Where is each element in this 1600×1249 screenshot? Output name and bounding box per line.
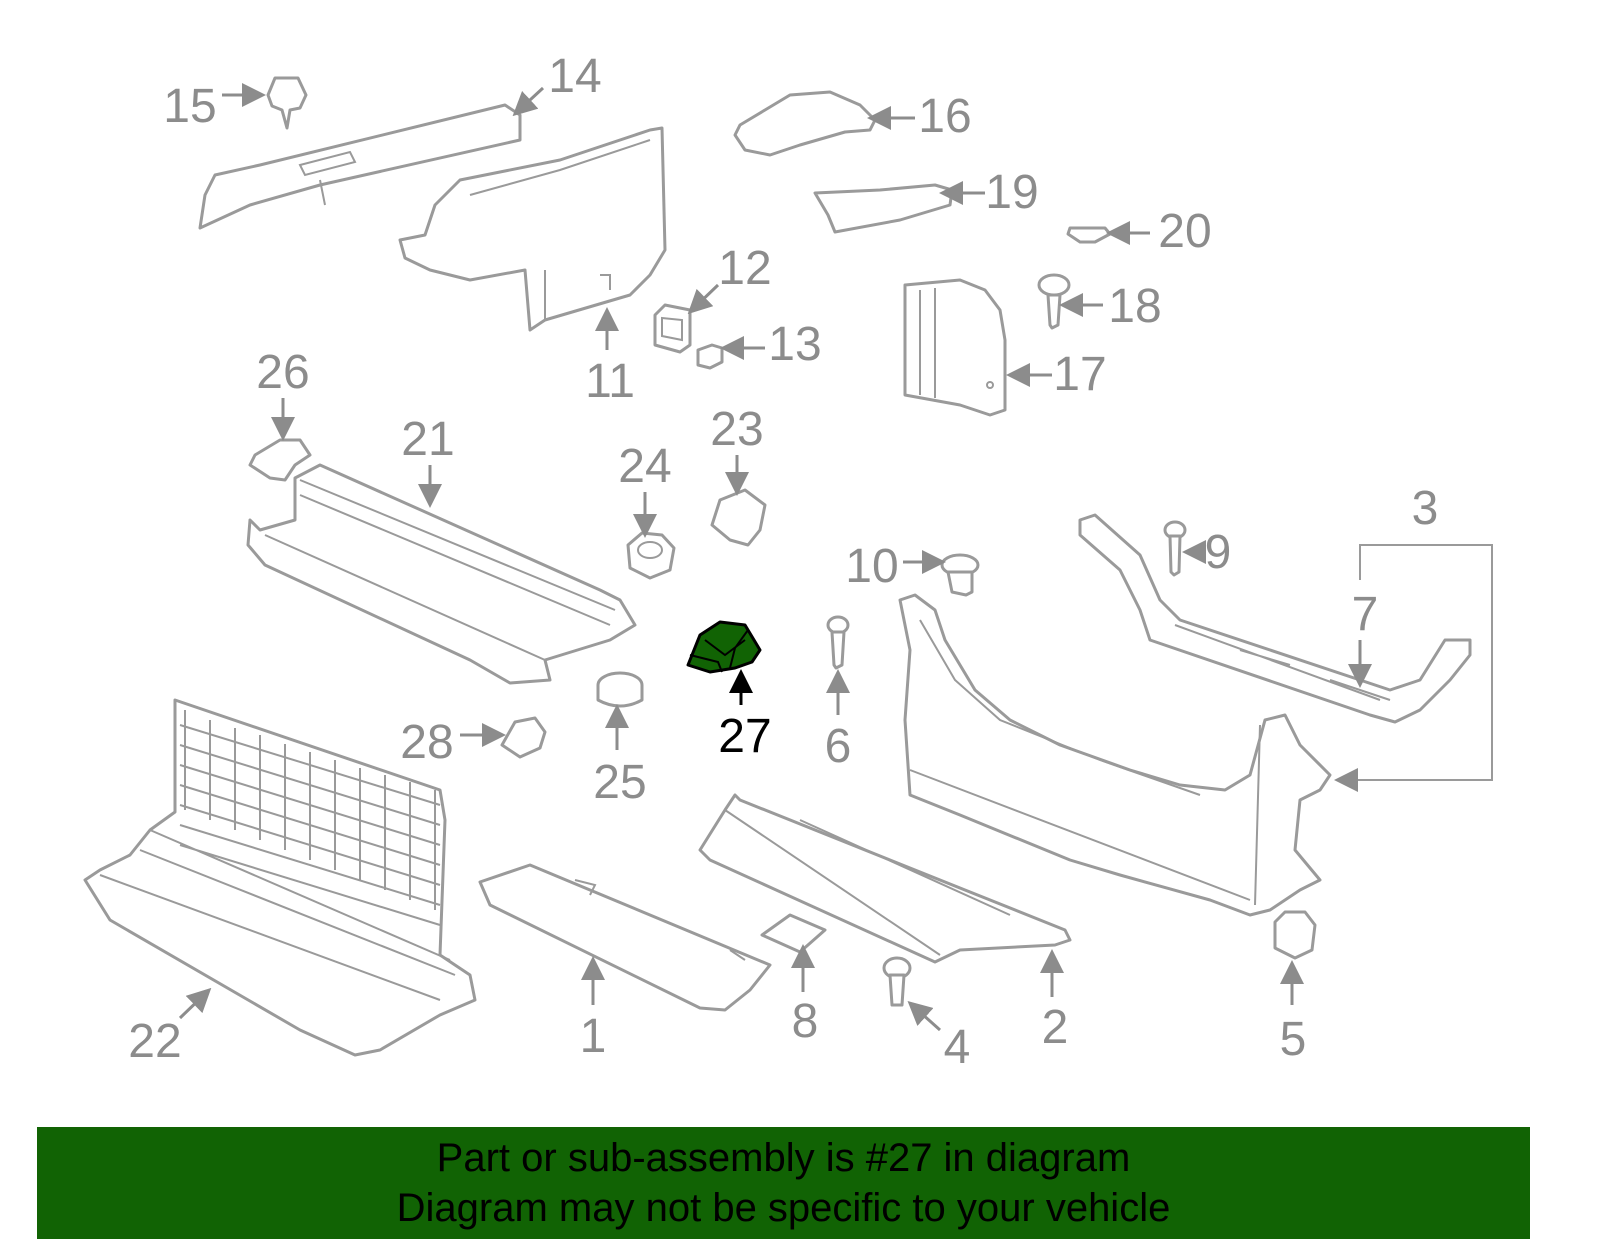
label-10[interactable]: 10	[845, 540, 898, 593]
callout-bracket-7	[1359, 544, 1425, 580]
part-21-cargo-cover[interactable]	[246, 463, 637, 685]
part-2-floor-panel[interactable]	[698, 793, 1072, 964]
part-25-grommet[interactable]	[596, 671, 644, 708]
part-7-sill-plate[interactable]	[1078, 513, 1472, 724]
part-27-highlighted[interactable]	[686, 620, 762, 674]
label-24[interactable]: 24	[618, 440, 671, 493]
label-18[interactable]: 18	[1108, 280, 1161, 333]
part-8-pad[interactable]	[760, 913, 827, 954]
part-5-nut[interactable]	[1273, 910, 1317, 960]
label-26[interactable]: 26	[256, 346, 309, 399]
label-23[interactable]: 23	[710, 403, 763, 456]
part-3-scuff-plate[interactable]	[898, 593, 1332, 917]
label-14[interactable]: 14	[548, 50, 601, 103]
label-25[interactable]: 25	[593, 756, 646, 809]
part-22-cargo-net[interactable]	[83, 698, 477, 1057]
callout-arrows	[178, 83, 1372, 1032]
label-3[interactable]: 3	[1412, 482, 1439, 535]
label-2[interactable]: 2	[1042, 1001, 1069, 1054]
label-6[interactable]: 6	[825, 720, 852, 773]
part-18-screw[interactable]	[1037, 273, 1071, 330]
part-11-side-panel[interactable]	[398, 126, 667, 332]
label-7[interactable]: 7	[1352, 588, 1379, 641]
part-12-grommet[interactable]	[653, 303, 692, 354]
part-10-clip[interactable]	[940, 553, 980, 597]
banner-line-1: Part or sub-assembly is #27 in diagram	[436, 1136, 1131, 1180]
part-28-clip[interactable]	[500, 716, 547, 759]
label-20[interactable]: 20	[1158, 205, 1211, 258]
label-19[interactable]: 19	[985, 166, 1038, 219]
part-6-screw[interactable]	[826, 615, 850, 670]
label-17[interactable]: 17	[1053, 348, 1106, 401]
label-8[interactable]: 8	[792, 995, 819, 1048]
label-22[interactable]: 22	[128, 1015, 181, 1068]
banner-line-2: Diagram may not be specific to your vehi…	[396, 1186, 1171, 1230]
label-15[interactable]: 15	[163, 80, 216, 133]
label-21[interactable]: 21	[401, 413, 454, 466]
part-1-floor-panel[interactable]	[478, 863, 772, 1012]
part-9-screw[interactable]	[1163, 520, 1187, 577]
part-20-clip[interactable]	[1066, 226, 1112, 244]
part-17-panel[interactable]	[903, 278, 1007, 417]
label-12[interactable]: 12	[718, 242, 771, 295]
label-4[interactable]: 4	[944, 1021, 971, 1074]
part-24-nut[interactable]	[626, 531, 676, 580]
label-5[interactable]: 5	[1280, 1013, 1307, 1066]
part-15-clip[interactable]	[266, 76, 308, 130]
label-13[interactable]: 13	[768, 318, 821, 371]
part-4-clip[interactable]	[882, 956, 912, 1007]
label-11[interactable]: 11	[585, 355, 635, 408]
callout-bracket-3	[1345, 544, 1493, 781]
info-banner: Part or sub-assembly is #27 in diagram D…	[37, 1127, 1530, 1239]
label-1[interactable]: 1	[580, 1010, 607, 1063]
part-13-plug[interactable]	[696, 343, 724, 370]
part-16-bracket[interactable]	[733, 90, 877, 157]
part-23-bracket[interactable]	[710, 488, 767, 547]
label-27-highlighted[interactable]: 27	[718, 710, 771, 763]
label-28[interactable]: 28	[400, 716, 453, 769]
label-16[interactable]: 16	[918, 90, 971, 143]
part-19-duct[interactable]	[813, 183, 954, 234]
part-14-trim-rail[interactable]	[198, 103, 522, 230]
label-9[interactable]: 9	[1205, 526, 1232, 579]
